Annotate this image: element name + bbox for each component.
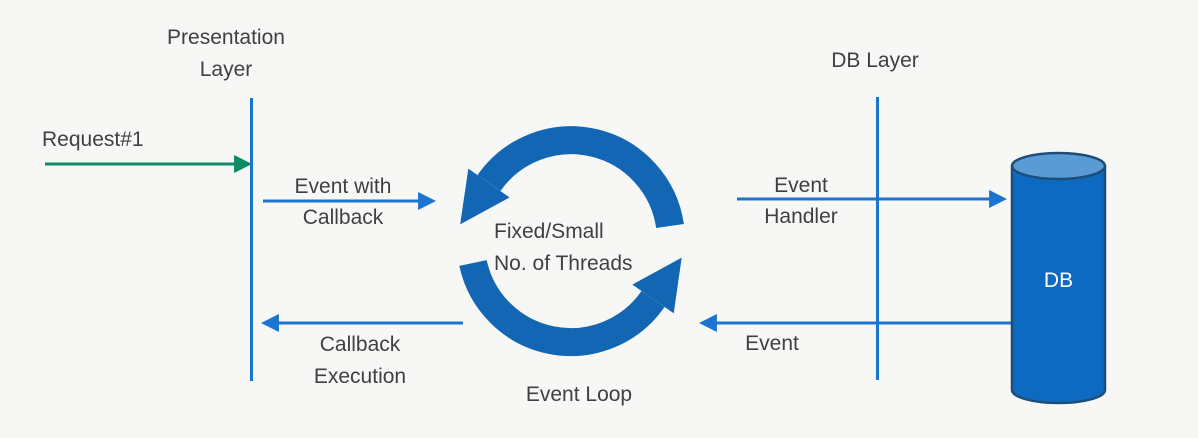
event-loop-circle: [459, 126, 684, 357]
event-with-callback-label: Event with Callback: [294, 175, 392, 229]
event-loop-bottom-arc: [459, 257, 682, 357]
db-label: DB: [1043, 269, 1074, 292]
event-handler-label: Event Handler: [764, 174, 838, 228]
request-label: Request#1: [42, 128, 144, 151]
db-cylinder: [1010, 151, 1107, 405]
event-label: Event: [745, 332, 799, 355]
callback-execution-label: Callback Execution: [313, 333, 407, 388]
event-loop-center-label: Fixed/Small No. of Threads: [494, 220, 633, 275]
presentation-layer-label: Presentation Layer: [167, 26, 285, 81]
event-loop-caption: Event Loop: [525, 383, 633, 406]
db-layer-label: DB Layer: [831, 49, 919, 72]
db-cylinder-top: [1010, 151, 1107, 181]
event-loop-top-arc: [460, 126, 684, 229]
db-cylinder-body: [1010, 166, 1107, 405]
